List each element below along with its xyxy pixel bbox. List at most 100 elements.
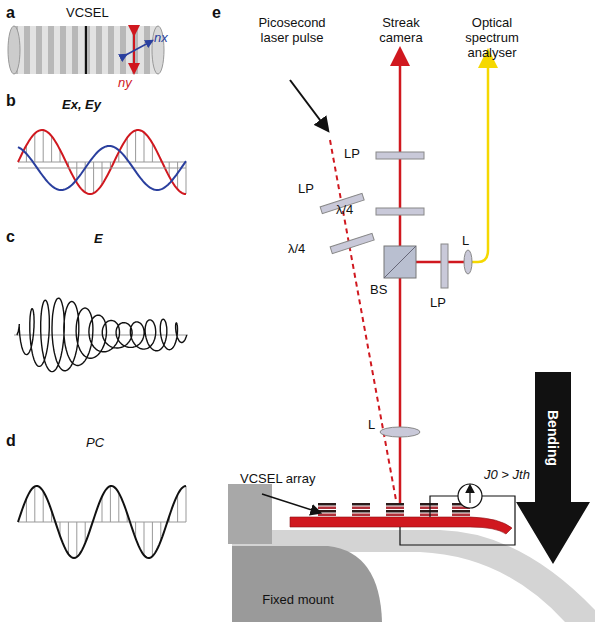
component-label: LP [344, 147, 360, 162]
vcsel-chip [386, 507, 404, 510]
vcsel-body [14, 26, 158, 74]
lens [380, 427, 420, 437]
vcsel-chip [352, 510, 370, 513]
field-spoke [135, 130, 136, 162]
part-name: Optical spectrum analyser [444, 16, 540, 61]
pump-beam [330, 140, 396, 500]
vcsel-chip [420, 510, 438, 513]
wave [18, 486, 186, 558]
beam [399, 56, 402, 505]
field-spoke [177, 162, 178, 189]
field-spoke [102, 162, 103, 185]
vcsel-chip [352, 507, 370, 510]
field-spoke [34, 486, 35, 522]
field-spoke [110, 486, 111, 522]
waveplate [376, 208, 424, 215]
bending-plate [232, 530, 595, 622]
field-spoke [43, 130, 44, 162]
vcsel-chip [452, 510, 470, 513]
vcsel-chip [452, 514, 470, 517]
bending-arrow-outline [516, 372, 590, 564]
fixed-mount-shape [232, 546, 382, 622]
component-label: L [462, 234, 469, 249]
axis [18, 522, 186, 523]
axis-name: ny [118, 76, 132, 91]
panel-letter: d [6, 432, 16, 450]
node-text: Bending [545, 410, 561, 466]
vcsel-chip [386, 503, 404, 506]
vcsel-chip [318, 510, 336, 513]
panel-letter: b [6, 92, 16, 110]
fixed-mount-outline [232, 546, 382, 622]
axis-name: nx [154, 31, 168, 46]
component-label: λ/4 [336, 203, 353, 218]
wire [400, 496, 515, 545]
field-spoke [76, 522, 77, 557]
vcsel-chip [318, 514, 336, 517]
part-name: Streak camera [376, 16, 426, 46]
vcsel-chip [352, 514, 370, 517]
active-layer [85, 26, 87, 74]
field-spoke [93, 162, 94, 193]
current-source [458, 484, 482, 508]
part-name: VCSEL [66, 6, 109, 21]
vcsel-array-bar [290, 517, 512, 534]
pointer-arrow [262, 494, 318, 512]
polarizer [376, 152, 424, 159]
wave [18, 146, 186, 190]
component-label: LP [430, 296, 446, 311]
field-spoke [43, 491, 44, 522]
vcsel-chip [386, 510, 404, 513]
current-source [469, 487, 470, 503]
vcsel-chip [420, 514, 438, 517]
component-label: LP [298, 182, 314, 197]
field-spoke [51, 136, 52, 162]
panel-letter: e [212, 4, 221, 22]
vcsel-chips [318, 503, 470, 516]
panel-letter: c [6, 228, 15, 246]
nx-axis [124, 42, 150, 56]
beam-splitter [384, 246, 416, 278]
field-helix [17, 298, 187, 372]
waveforms [14, 130, 188, 558]
bending-arrow: Bending [516, 372, 590, 564]
wave [18, 130, 186, 194]
part-name: VCSEL array [240, 472, 315, 487]
part-name: Picosecond laser pulse [244, 16, 340, 46]
field-spoke [26, 499, 27, 522]
signal-name: PC [86, 436, 104, 451]
node-text: Fixed mount [262, 592, 334, 607]
waveplate [330, 233, 374, 253]
vcsel-chip [420, 503, 438, 506]
field-spoke [177, 495, 178, 522]
clamp [228, 484, 272, 544]
pointer-arrow [290, 80, 326, 128]
vcsel-chip [420, 507, 438, 510]
field-spoke [118, 493, 119, 522]
yellow-beam [470, 58, 488, 262]
vcsel-chip [386, 514, 404, 517]
axis [18, 168, 186, 169]
vcsel-chip [318, 503, 336, 506]
field-spoke [186, 486, 187, 522]
component-label: L [368, 418, 375, 433]
field-spoke [34, 133, 35, 162]
panel-letter: a [6, 4, 15, 22]
beam [410, 261, 466, 264]
polarizer [441, 244, 448, 288]
vcsel-end [8, 26, 20, 74]
field-name: E [94, 232, 103, 247]
field-spoke [152, 522, 153, 556]
field-name: Ex, Ey [62, 98, 101, 113]
field-spoke [144, 132, 145, 162]
bending-arrow-shape [516, 372, 590, 564]
component-label: λ/4 [288, 242, 305, 257]
vcsel-chip [352, 503, 370, 506]
lens [464, 250, 472, 274]
fixed-mount: Fixed mount [232, 546, 382, 622]
signal-name: J0 > Jth [484, 468, 530, 483]
component-label: BS [370, 283, 387, 298]
beam-splitter [384, 246, 416, 278]
